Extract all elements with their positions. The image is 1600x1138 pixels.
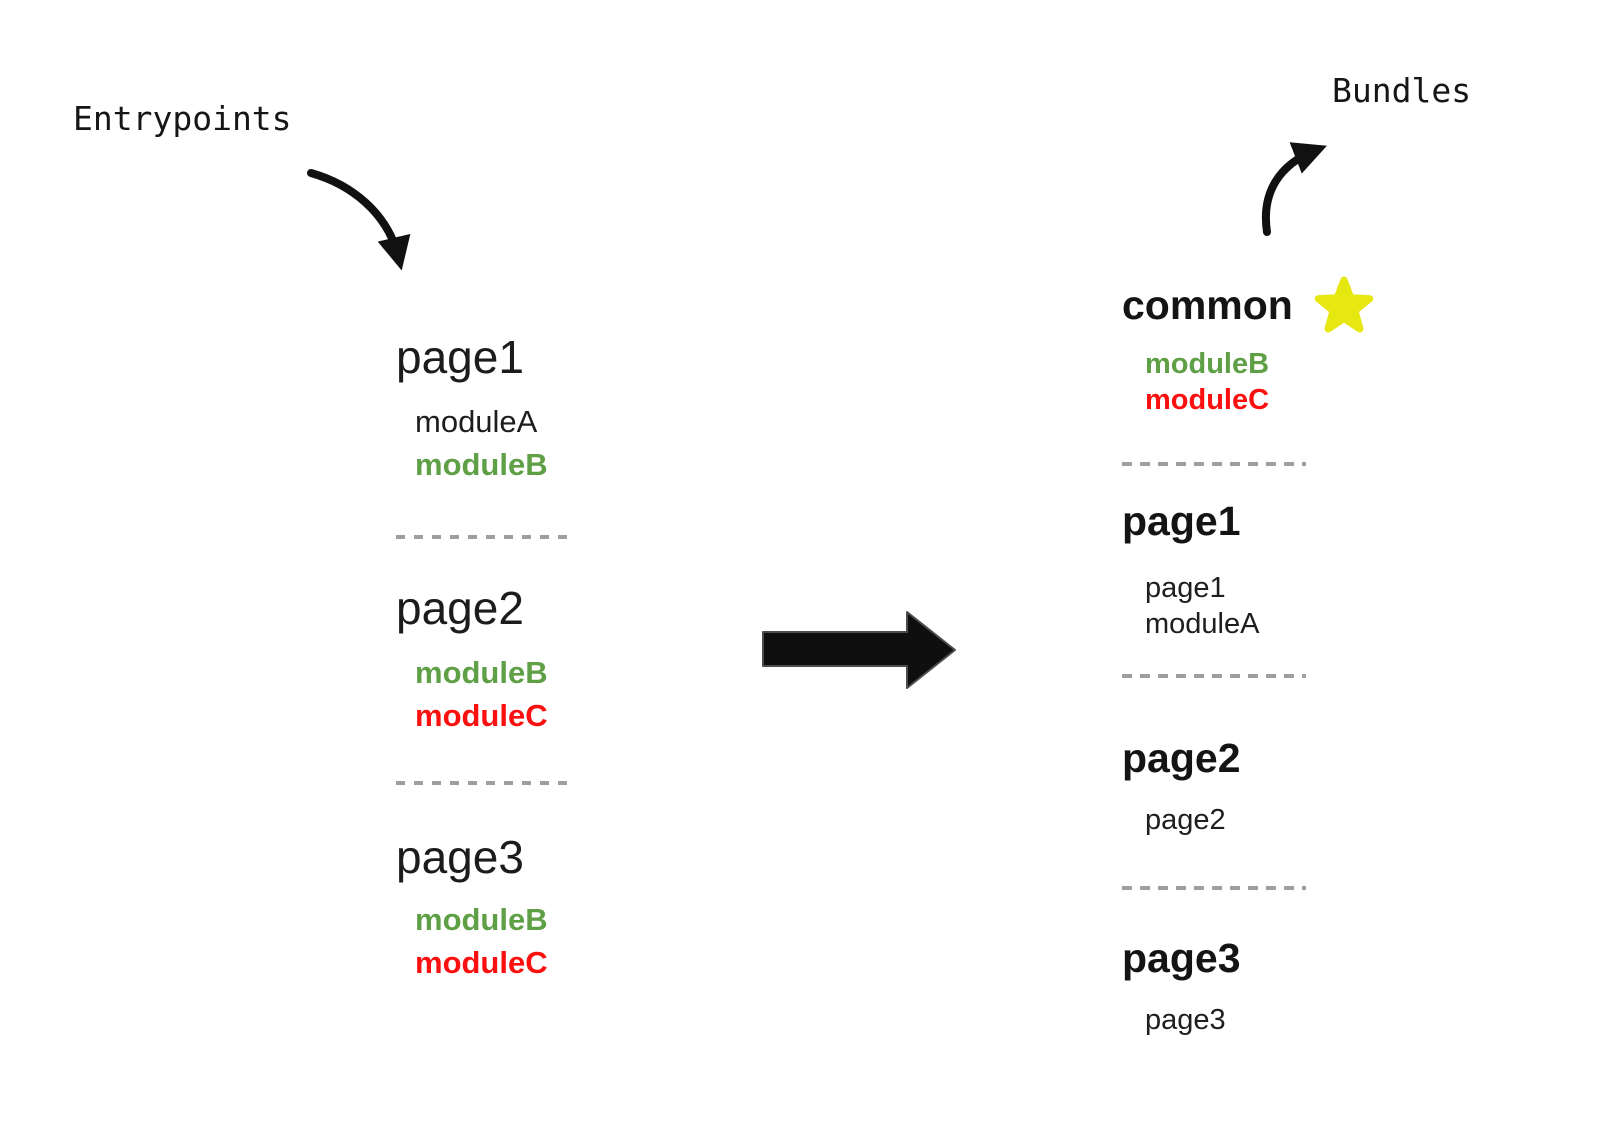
- module-item: moduleB: [415, 655, 548, 690]
- module-item: moduleB: [415, 902, 548, 937]
- dashed-divider: [396, 535, 576, 539]
- bundle-common-modules: moduleB moduleC: [1145, 346, 1269, 418]
- module-item: moduleC: [415, 698, 548, 733]
- entrypoint-page2-modules: moduleB moduleC: [415, 651, 548, 737]
- bundle-page3-modules: page3: [1145, 1002, 1226, 1038]
- bundle-common-title: common: [1122, 281, 1293, 328]
- bundles-label: Bundles: [1332, 71, 1472, 110]
- bundle-page2-modules: page2: [1145, 802, 1226, 838]
- module-item: moduleA: [1145, 608, 1260, 640]
- module-item: page3: [1145, 1004, 1226, 1036]
- module-item: moduleC: [1145, 384, 1270, 416]
- dashed-divider: [396, 781, 576, 785]
- module-item: moduleB: [1145, 348, 1270, 380]
- bundle-common-title-row: common: [1122, 276, 1375, 334]
- entrypoint-page1-title: page1: [396, 331, 524, 383]
- entrypoint-page3-title: page3: [396, 831, 524, 883]
- entrypoint-page2-title: page2: [396, 582, 524, 634]
- entrypoints-label: Entrypoints: [73, 99, 292, 138]
- star-icon: [1314, 276, 1374, 333]
- bundle-page3-title: page3: [1122, 935, 1241, 981]
- transform-arrow-icon: [762, 611, 956, 689]
- bundle-page2-title: page2: [1122, 735, 1241, 781]
- dashed-divider: [1122, 674, 1306, 678]
- module-item: moduleB: [415, 447, 548, 482]
- module-item: moduleA: [415, 404, 538, 439]
- module-item: page1: [1145, 572, 1226, 604]
- bundles-curve-arrow-icon: [1261, 142, 1327, 236]
- entrypoint-page1-modules: moduleA moduleB: [415, 400, 548, 486]
- dashed-divider: [1122, 462, 1306, 466]
- entrypoint-page3-modules: moduleB moduleC: [415, 898, 548, 984]
- module-item: moduleC: [415, 945, 548, 980]
- dashed-divider: [1122, 886, 1306, 890]
- bundle-page1-modules: page1 moduleA: [1145, 570, 1259, 642]
- bundle-page1-title: page1: [1122, 498, 1241, 544]
- entrypoints-curve-arrow-icon: [307, 169, 411, 271]
- module-item: page2: [1145, 804, 1226, 836]
